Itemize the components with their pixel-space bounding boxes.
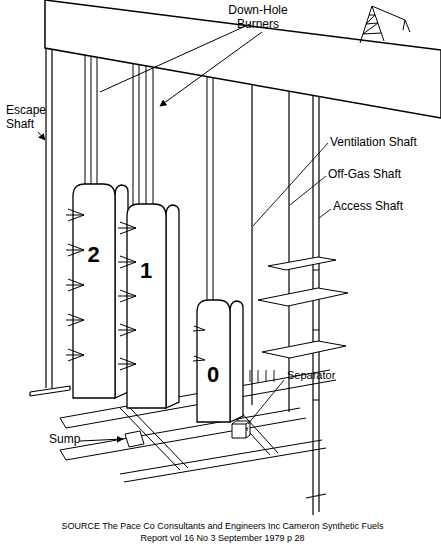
part-label: Ventilation Shaft <box>330 136 417 150</box>
ground-surface <box>45 0 441 118</box>
retort-outline <box>196 298 244 422</box>
leader-line <box>240 370 284 424</box>
leader-line <box>38 132 45 140</box>
sump <box>125 431 144 447</box>
retort-outline <box>126 202 180 408</box>
retort-block: 2 <box>72 182 129 398</box>
access-shaft <box>306 95 326 515</box>
retort-number: 1 <box>126 260 166 282</box>
part-label: Off-Gas Shaft <box>328 168 401 182</box>
part-label: Sump <box>49 433 80 447</box>
retort-face <box>197 300 230 422</box>
leader-line <box>253 143 331 226</box>
part-label: Down-Hole Burners <box>226 4 290 32</box>
part-label: Escape Shaft <box>6 104 48 132</box>
source-caption: SOURCE The Pace Co Consultants and Engin… <box>50 521 395 544</box>
drill-rig <box>360 6 410 43</box>
leader-line <box>100 24 262 106</box>
retort-outline <box>72 182 129 398</box>
separator <box>232 421 250 438</box>
retort-number: 2 <box>72 244 115 266</box>
leader-line <box>80 439 123 441</box>
burner-flame <box>66 209 205 370</box>
off-gas-shaft <box>288 91 289 412</box>
retort-block: 0 <box>196 298 244 422</box>
retort-face <box>166 205 179 408</box>
escape-shaft <box>30 48 70 396</box>
part-label: Separator <box>287 369 335 382</box>
shaft-landing <box>258 257 348 358</box>
retort-face <box>230 301 243 422</box>
retort-number: 0 <box>196 364 230 386</box>
part-label: Access Shaft <box>333 200 403 214</box>
retort-face <box>115 185 128 398</box>
retort-face <box>73 184 115 398</box>
ventilation-shaft <box>251 85 252 405</box>
retort-block: 1 <box>126 202 180 408</box>
retort-face <box>127 204 166 408</box>
